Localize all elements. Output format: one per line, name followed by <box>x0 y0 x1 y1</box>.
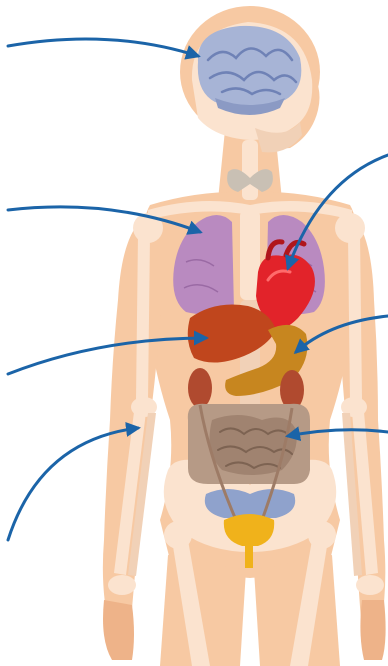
right-wrist <box>356 575 384 595</box>
left-kidney <box>188 368 212 408</box>
urethra <box>245 544 253 568</box>
arrow-brain <box>8 39 198 56</box>
cervical-spine <box>242 140 258 200</box>
right-humerus <box>348 235 362 400</box>
left-hand <box>103 600 134 660</box>
right-hand <box>360 600 385 660</box>
left-humerus <box>136 235 150 400</box>
left-wrist <box>108 575 136 595</box>
